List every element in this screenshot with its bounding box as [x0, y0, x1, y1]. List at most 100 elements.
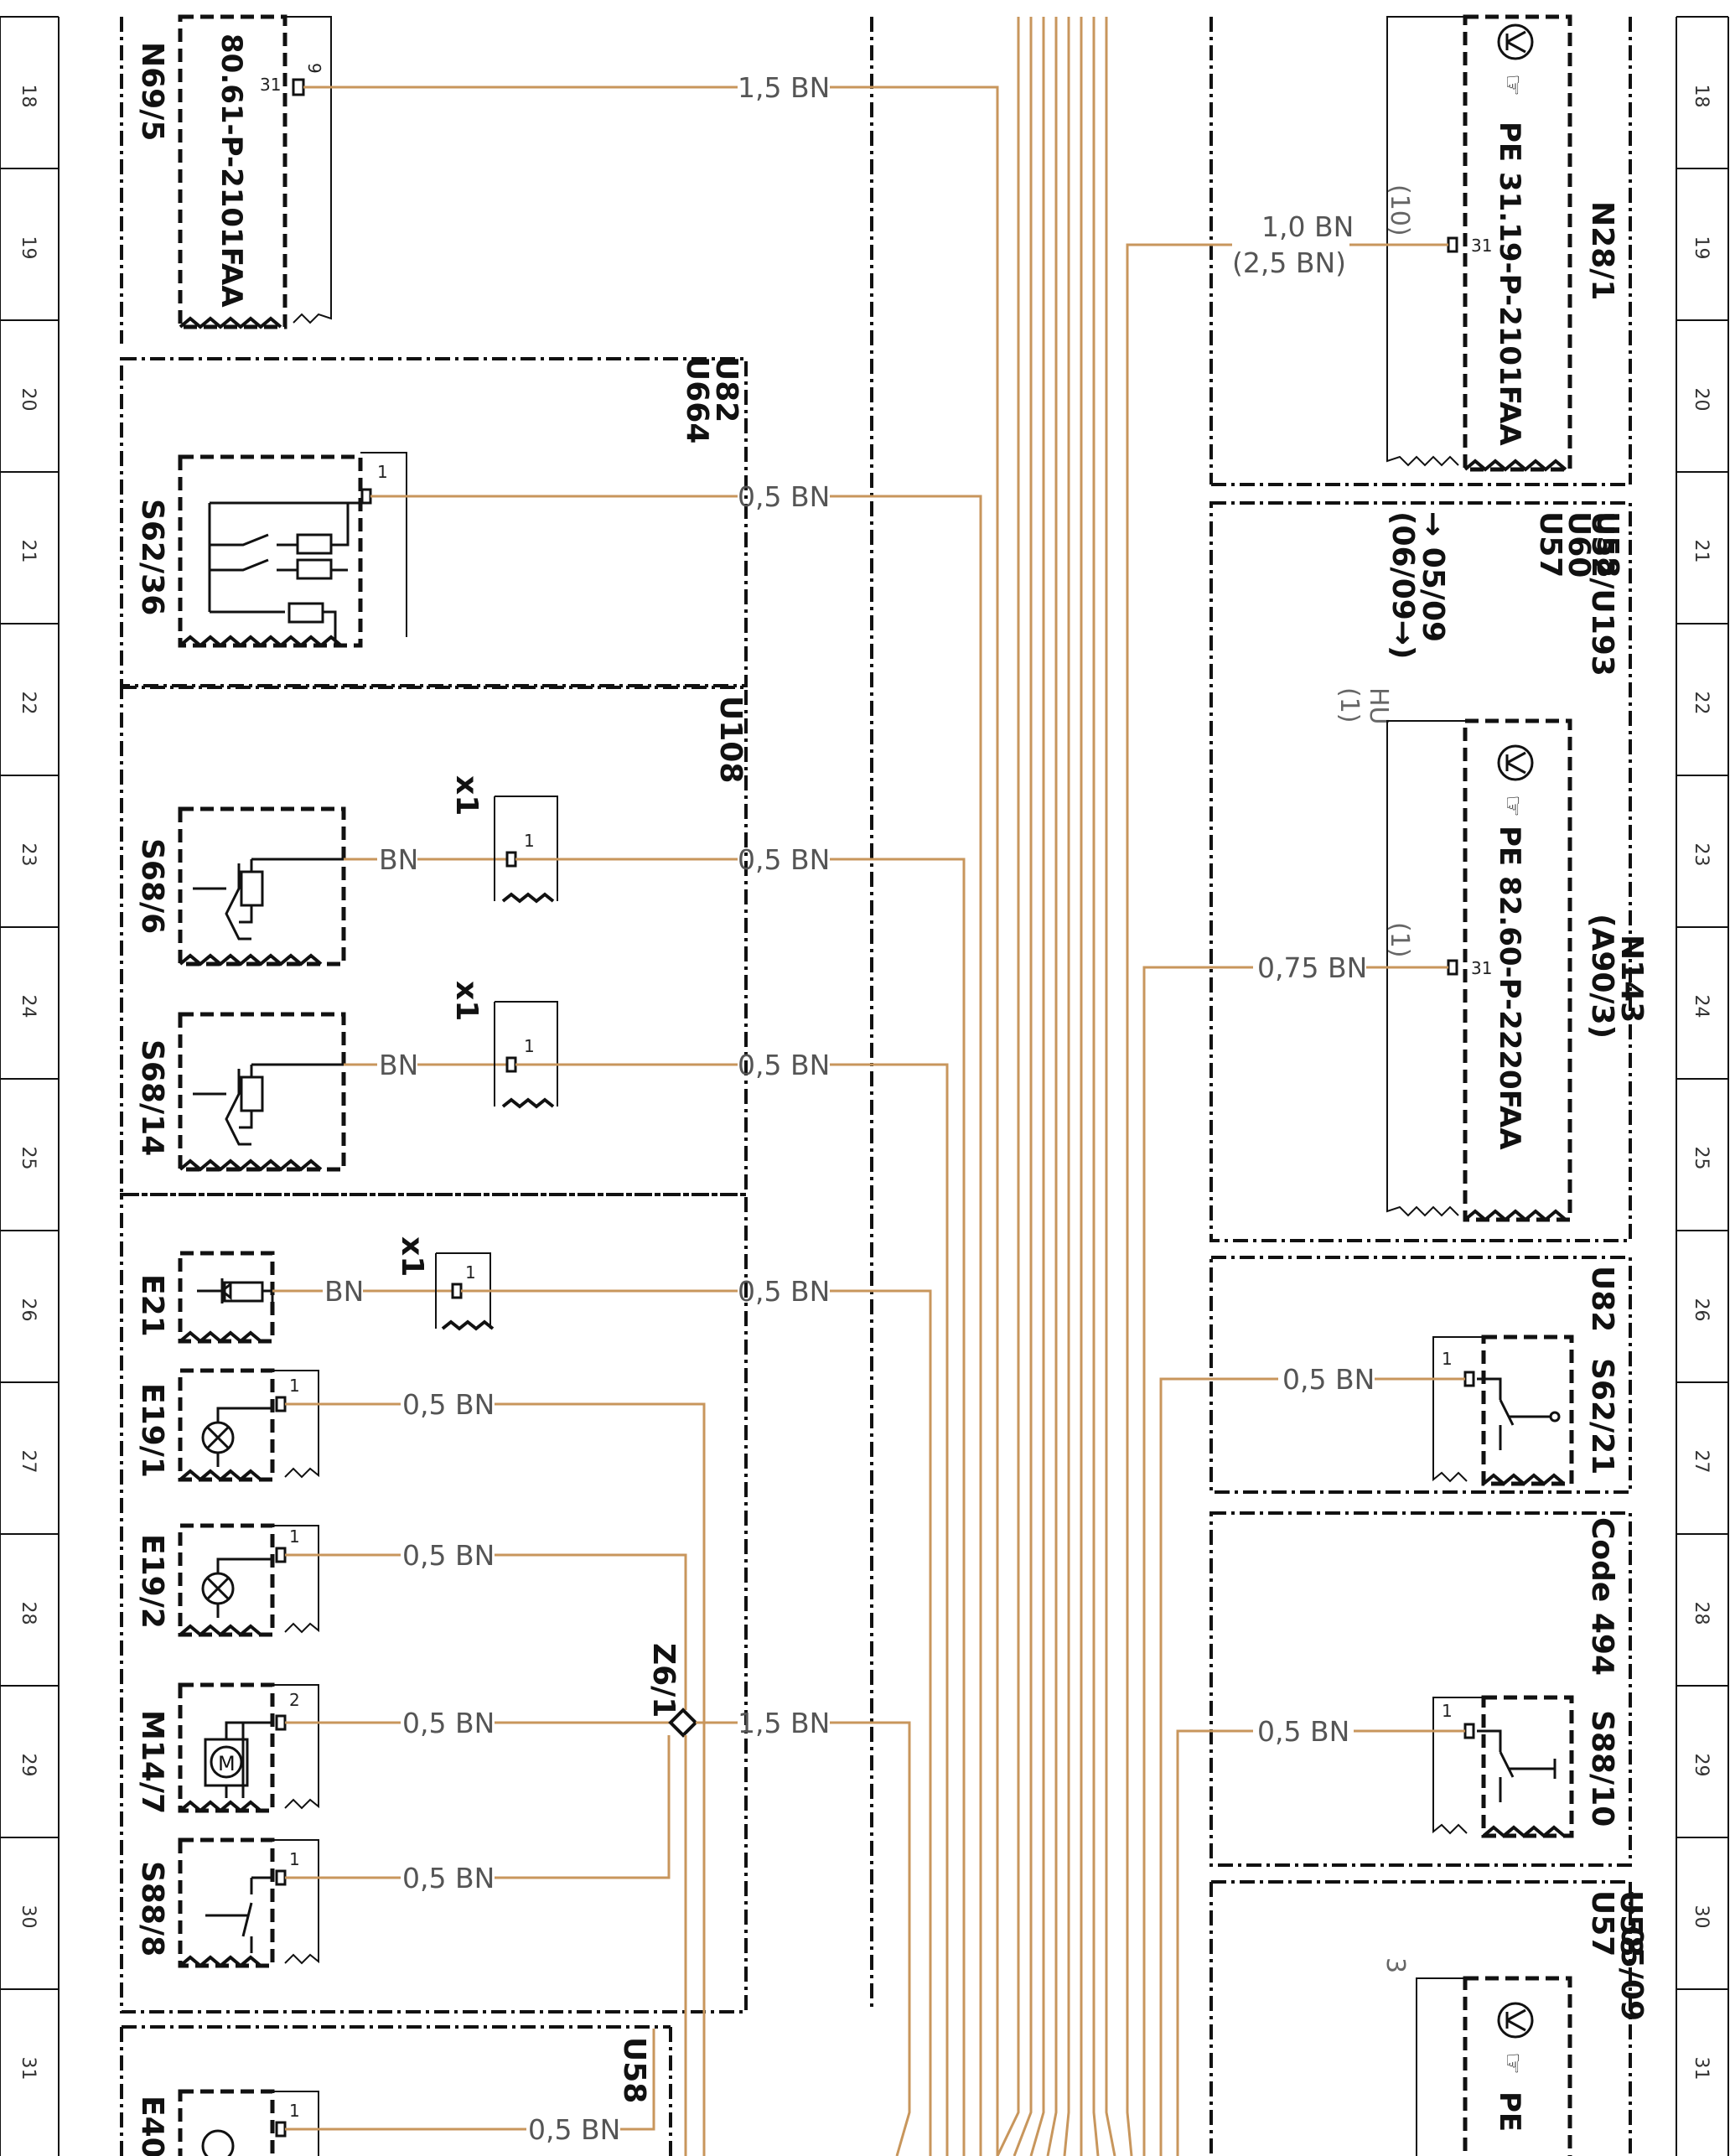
connector-pin-icon [1447, 959, 1458, 976]
component-s88-10: Code 494 S88/10 1 0,5 BN [1176, 1517, 1619, 2156]
ruler-number: 28 [1691, 1602, 1712, 1625]
transistor-icon [1497, 744, 1534, 781]
wire-label-n69: 1,5 BN [738, 71, 830, 104]
transistor-icon [1497, 23, 1534, 60]
n143-pin: 31 [1471, 958, 1492, 978]
lamp-icon [201, 1557, 272, 1618]
hand-pointer-icon: ☞ [1498, 795, 1527, 817]
ruler-number: 19 [18, 236, 39, 260]
u58-bottom-code: U58 [617, 2037, 651, 2103]
e40-label: E40 [135, 2096, 169, 2156]
wire-label-s68-14-b: 0,5 BN [738, 1049, 830, 1081]
motor-icon: M [204, 1721, 272, 1798]
s62-21-label: S62/21 [1585, 1358, 1619, 1474]
switch-resistor-icon [193, 1063, 344, 1146]
m14-7-pin: 2 [289, 1690, 300, 1710]
e21-label: E21 [135, 1274, 169, 1337]
u52-note-2: (06/09→) [1386, 511, 1420, 659]
e19-1-pin: 1 [289, 1376, 300, 1396]
ruler-number: 18 [18, 85, 39, 108]
wire-label-e21-b: 0,5 BN [738, 1275, 830, 1308]
hu-label: HU [1364, 687, 1393, 725]
z6-1-label: Z6/1 [646, 1643, 681, 1718]
wire-label-s88-10: 0,5 BN [1257, 1715, 1349, 1748]
n143-pin-alt: (1) [1385, 922, 1414, 958]
e40-pin: 1 [289, 2101, 300, 2121]
component-u57-bottom: U57U58 → 05/09 3 ☞ PE [1380, 1890, 1649, 2156]
ruler-number: 26 [18, 1298, 39, 1322]
wire-label-s62-21: 0,5 BN [1282, 1363, 1375, 1396]
ruler-number: 29 [18, 1754, 39, 1777]
ruler-number: 24 [18, 995, 39, 1018]
switch-icon [1477, 1377, 1561, 1450]
n28-1-pin-alt: (10) [1385, 184, 1414, 236]
u57-bottom-note: → 05/09 [1614, 1890, 1649, 2021]
e21-pin: 1 [465, 1262, 476, 1283]
connector-pin-icon [275, 1714, 287, 1731]
ruler-number: 28 [18, 1602, 39, 1625]
lamp-icon [201, 2129, 235, 2156]
component-s62-36: U664U82 S62/36 1 0,5 BN [135, 356, 982, 2156]
s62-21-pin: 1 [1442, 1349, 1453, 1369]
connector-pin-icon [1447, 236, 1458, 253]
connector-pin-icon [275, 1396, 287, 1412]
ruler-number: 25 [1691, 1147, 1712, 1170]
wire-label-s68-6-a: BN [379, 843, 418, 876]
ruler-number: 24 [1691, 995, 1712, 1018]
component-m14-7: M14/7 M 2 0,5 BN [135, 1682, 671, 1814]
ruler-number: 26 [1691, 1298, 1712, 1322]
ruler-number: 27 [18, 1450, 39, 1474]
ruler-number: 27 [1691, 1450, 1712, 1474]
switch-array-icon [208, 501, 360, 645]
e19-2-pin: 1 [289, 1526, 300, 1547]
n28-1-part-label: PE 31.19-P-2101FAA [1493, 122, 1526, 446]
ruler-number: 20 [18, 388, 39, 412]
s68-14-connector: x1 [449, 981, 484, 1021]
switch-resistor-icon [193, 858, 344, 941]
hand-pointer-icon: ☞ [1498, 74, 1527, 96]
component-s88-8: S88/8 1 0,5 BN [135, 1735, 671, 1968]
n28-1-label: N28/1 [1585, 201, 1619, 300]
connector-pin-icon [360, 488, 372, 505]
connector-pin-icon [505, 851, 517, 868]
ruler-number: 22 [1691, 692, 1712, 715]
component-s62-21: U82 S62/21 1 0,5 BN [1159, 1266, 1619, 2156]
u52-codes: U52/U193 [1585, 511, 1619, 676]
s68-14-label: S68/14 [135, 1039, 169, 1156]
ruler-number: 22 [18, 692, 39, 715]
switch-icon [1477, 1729, 1556, 1802]
component-s68-14: S68/14 BN x1 1 0,5 BN [135, 981, 949, 2156]
s88-10-code: Code 494 [1585, 1517, 1619, 1676]
wire-label-n143: 0,75 BN [1257, 951, 1367, 984]
connector-pin-icon [451, 1283, 463, 1299]
wire-bus [996, 17, 1116, 2156]
wire-label-n28-a: 1,0 BN [1261, 210, 1354, 243]
s88-8-pin: 1 [289, 1849, 300, 1869]
ruler-number: 20 [1691, 388, 1712, 412]
u664-codes: U664U82 [680, 356, 743, 443]
s68-14-pin: 1 [524, 1036, 535, 1056]
ruler-number: 30 [1691, 1905, 1712, 1929]
ruler-number: 31 [18, 2057, 39, 2081]
pushbutton-icon [205, 1876, 272, 1953]
svg-text:M: M [218, 1752, 236, 1775]
u108-code: U108 [713, 696, 748, 783]
m14-7-label: M14/7 [135, 1710, 169, 1814]
wire-label-e19-1: 0,5 BN [402, 1388, 495, 1421]
s88-10-label: S88/10 [1585, 1710, 1619, 1827]
component-e19-2: E19/2 1 0,5 BN [135, 1523, 687, 1710]
hu-pin: (1) [1334, 687, 1364, 723]
n143-label: N143 [1614, 935, 1649, 1023]
component-n69-5: N69/5 80.61-P-2101FAA 31 9 1,5 BN [135, 14, 999, 2156]
lamp-icon [201, 1407, 272, 1467]
wire-label-e21-a: BN [324, 1275, 364, 1308]
wire-label-s62-36: 0,5 BN [738, 480, 830, 513]
u57-bottom-pin: 3 [1380, 1957, 1410, 1973]
transistor-icon [1497, 2002, 1534, 2039]
u52-sub-codes: U57U60U58 [1533, 511, 1624, 578]
connector-pin-icon [292, 78, 305, 96]
group-boxes [120, 17, 1632, 2156]
